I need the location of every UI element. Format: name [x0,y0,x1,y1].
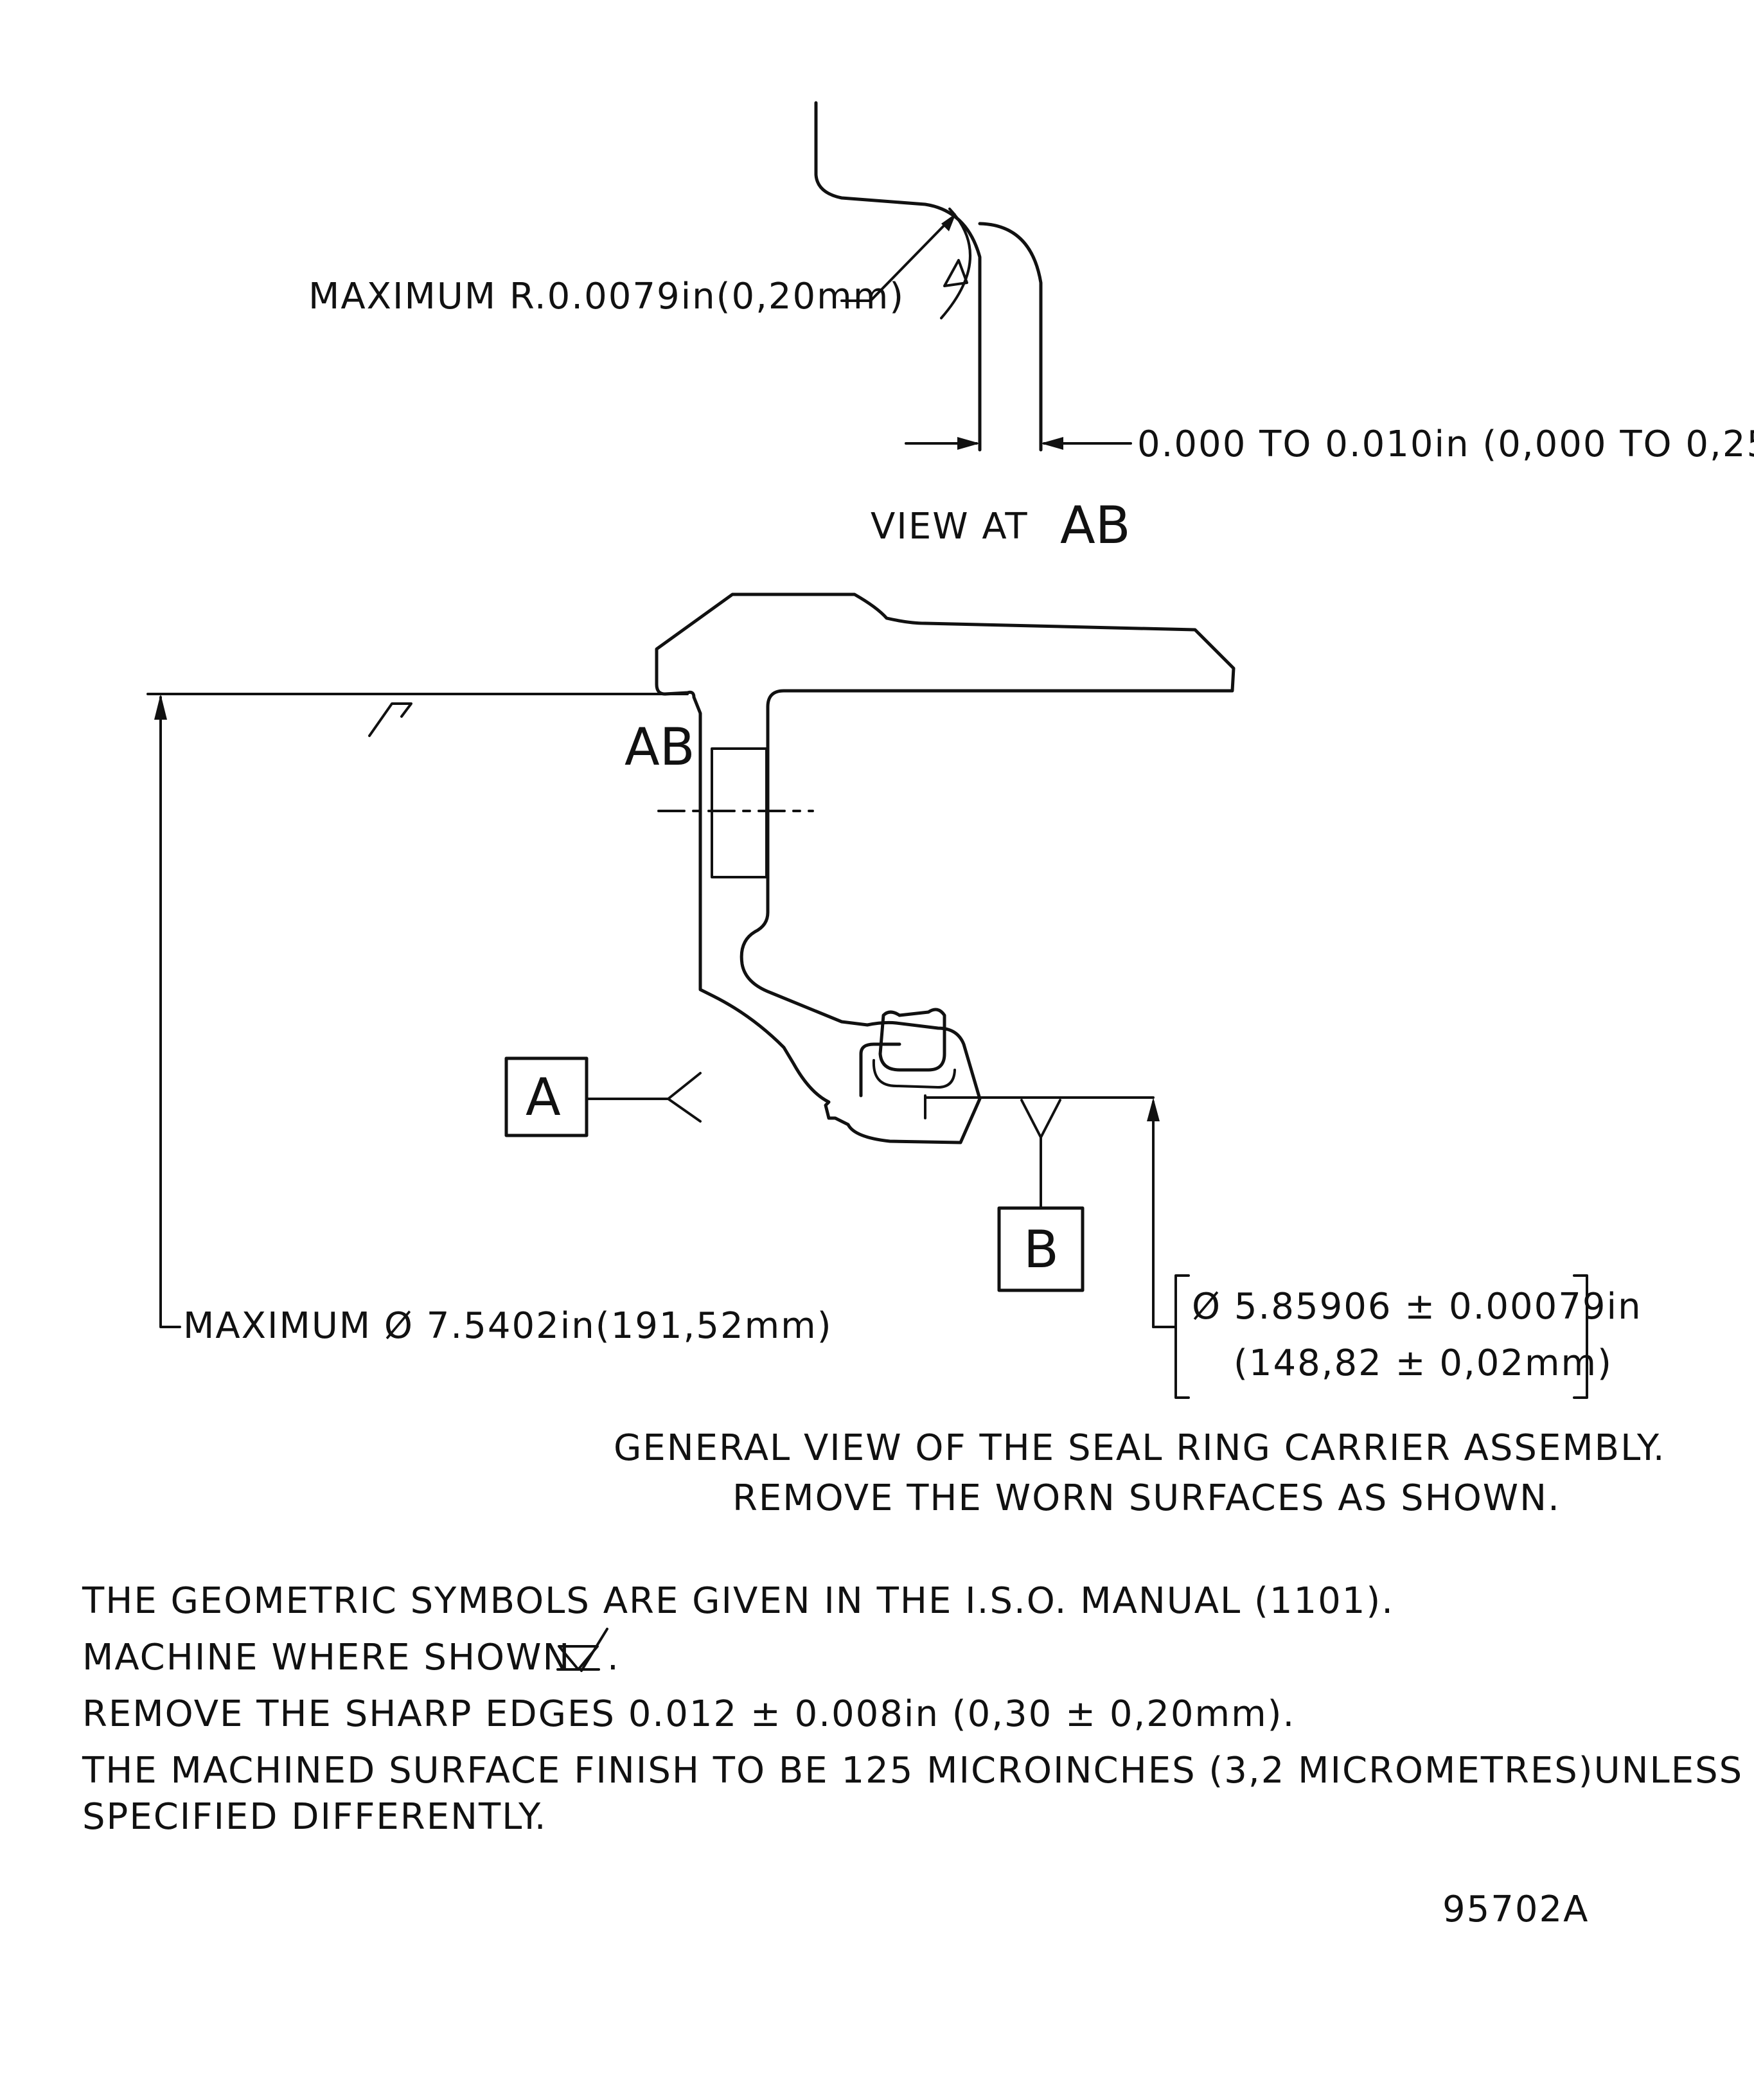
view-title-ref: AB [1060,495,1131,555]
bore-bracket-right [1573,1274,1588,1399]
note-line-5: SPECIFIED DIFFERENTLY. [82,1796,547,1838]
max-diameter-label: MAXIMUM Ø 7.5402in(191,52mm) [183,1305,833,1347]
datum-a-label: A [526,1067,561,1127]
note-line-1: THE GEOMETRIC SYMBOLS ARE GIVEN IN THE I… [82,1580,1394,1622]
detail-profile [814,101,982,452]
seal-groove [859,1008,946,1098]
bore-bracket-left [1174,1274,1190,1399]
carrier-outline [655,592,1236,1144]
note-line-4: THE MACHINED SURFACE FINISH TO BE 125 MI… [82,1750,1743,1792]
max-dia-leader [159,1313,181,1328]
max-dia-arrow-icon [154,694,167,720]
machining-symbol-icon [943,259,968,287]
view-title-prefix: VIEW AT [871,506,1029,547]
datum-b-triangle-icon [1020,1099,1061,1139]
machine-symbol-icon: . [556,1628,620,1678]
notes-block: THE GEOMETRIC SYMBOLS ARE GIVEN IN THE I… [82,1580,1743,1838]
seal-groove-inner [872,1059,956,1089]
figure-number: 95702A [1442,1889,1589,1930]
bore-diameter-line2: (148,82 ± 0,02mm) [1234,1342,1613,1384]
svg-text:.: . [607,1637,620,1678]
radius-arc [940,208,972,319]
datum-triangle-icon [368,702,412,737]
ab-marker: AB [625,717,695,777]
note-line-2: MACHINE WHERE SHOWN [82,1637,571,1678]
radius-leader [840,217,952,302]
gap-arrow-left-icon [957,437,980,450]
gap-arrow-right-icon [1041,437,1063,450]
general-view: MAXIMUM Ø 7.5402in(191,52mm) AB A B Ø 5.… [146,592,1666,1519]
caption-line1: GENERAL VIEW OF THE SEAL RING CARRIER AS… [614,1427,1666,1469]
bore-dia-arrow-icon [1147,1098,1160,1121]
detail-corner-edge [978,222,1043,452]
detail-view-ab: MAXIMUM R.0.0079in(0,20mm) 0.000 TO 0.01… [308,101,1754,555]
radius-arrow-icon [941,213,956,231]
radius-label: MAXIMUM R.0.0079in(0,20mm) [308,276,905,317]
datum-b-label: B [1023,1220,1059,1279]
datum-a-triangle-icon [667,1072,702,1123]
datum-b-frame [997,1206,1085,1292]
ab-face-block [711,747,768,878]
gap-label: 0.000 TO 0.010in (0,000 TO 0,254mm) [1137,423,1754,465]
note-line-3: REMOVE THE SHARP EDGES 0.012 ± 0.008in (… [82,1693,1295,1735]
caption-line2: REMOVE THE WORN SURFACES AS SHOWN. [732,1477,1561,1519]
datum-a-frame [504,1056,589,1137]
bore-diameter-line1: Ø 5.85906 ± 0.00079in [1192,1286,1642,1328]
